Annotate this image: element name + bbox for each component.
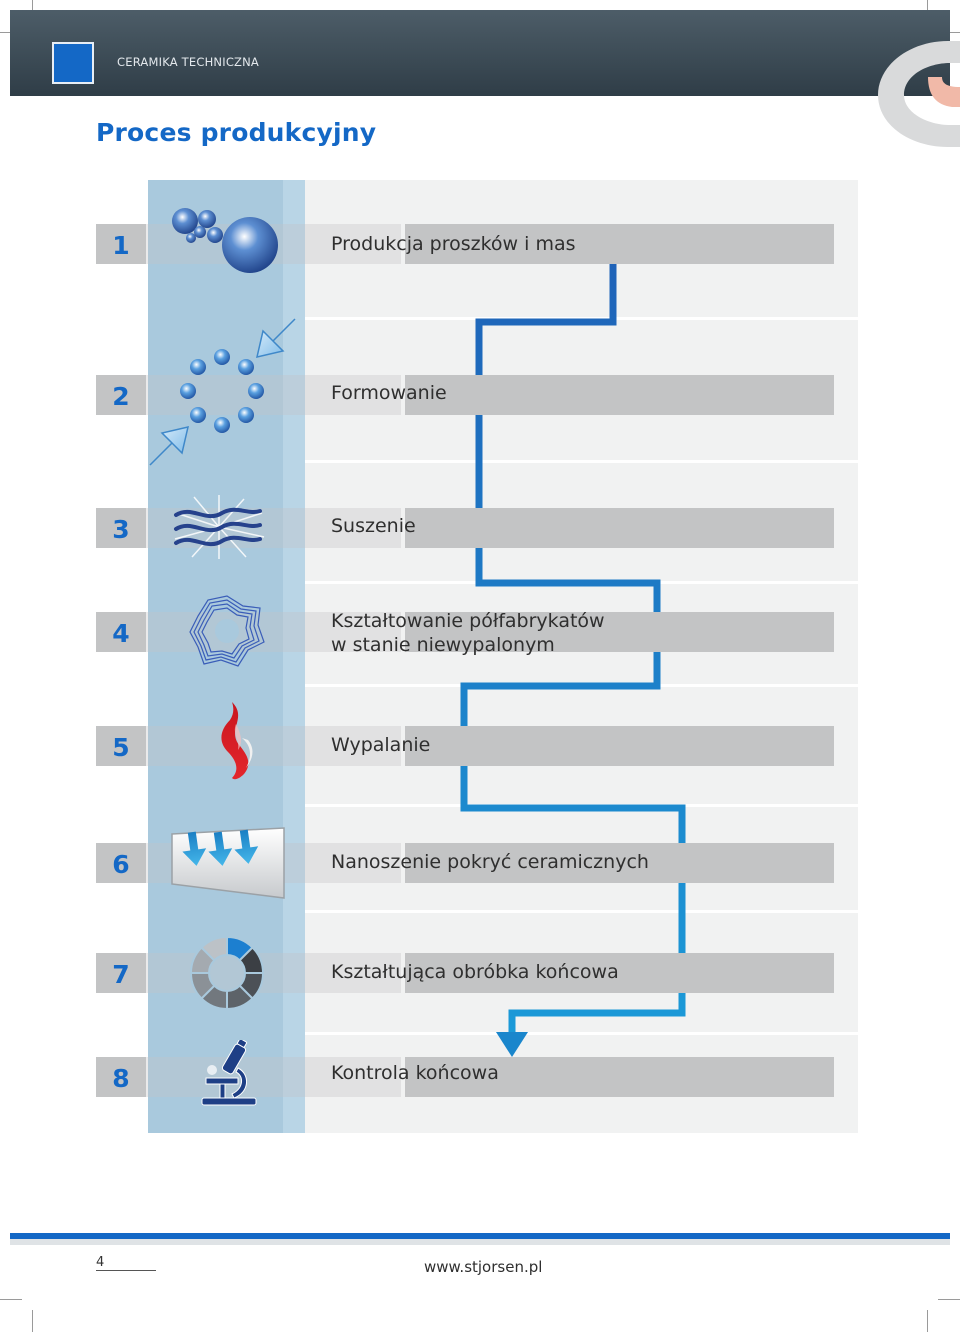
step-number: 3 xyxy=(112,515,130,544)
coating-arrows-icon xyxy=(171,827,285,899)
step-row-8 xyxy=(96,1057,834,1097)
step-label: Wypalanie xyxy=(331,734,431,756)
website-link[interactable]: www.stjorsen.pl xyxy=(424,1258,543,1276)
header-bar xyxy=(10,10,950,96)
crop-mark xyxy=(938,1299,960,1300)
page-number: 4 xyxy=(96,1255,105,1270)
step-row-1 xyxy=(96,224,834,264)
microscope-icon xyxy=(201,1040,257,1106)
row-divider xyxy=(280,910,858,913)
step-label: Formowanie xyxy=(331,382,447,404)
page-title: Proces produkcyjny xyxy=(96,118,377,147)
header-label: CERAMIKA TECHNICZNA xyxy=(117,55,260,69)
drying-waves-icon xyxy=(174,495,265,559)
step-row-3 xyxy=(96,508,834,548)
page-number-rule xyxy=(96,1270,156,1271)
step-number: 2 xyxy=(112,382,130,411)
row-divider xyxy=(280,460,858,463)
footer-band xyxy=(10,1239,950,1245)
spheres-icon xyxy=(172,208,278,273)
icon-column xyxy=(148,180,305,1133)
shaping-ring-icon xyxy=(189,595,265,667)
step-number: 4 xyxy=(112,619,130,648)
icon-column-stripe xyxy=(283,180,305,1133)
crop-mark xyxy=(0,1299,22,1300)
step-row-5 xyxy=(96,726,834,766)
footer-bar xyxy=(10,1233,950,1239)
segmented-ring-icon xyxy=(189,935,265,1011)
step-number: 6 xyxy=(112,850,130,879)
step-number: 1 xyxy=(112,231,130,260)
step-label: Nanoszenie pokryć ceramicznych xyxy=(331,851,649,873)
row-divider xyxy=(280,1032,858,1035)
press-arrows-icon xyxy=(149,318,296,466)
crop-mark xyxy=(927,1310,928,1332)
brand-logo-icon xyxy=(878,41,960,147)
brand-square-icon xyxy=(52,42,94,84)
crop-mark xyxy=(32,1310,33,1332)
step-row-7 xyxy=(96,953,834,993)
step-label-line2: w stanie niewypalonym xyxy=(331,634,555,656)
step-row-4 xyxy=(96,612,834,652)
step-number: 7 xyxy=(112,960,130,989)
step-label: Kontrola końcowa xyxy=(331,1062,499,1084)
flame-icon xyxy=(221,702,253,780)
step-label: Suszenie xyxy=(331,515,416,537)
step-label: Kształtująca obróbka końcowa xyxy=(331,961,619,983)
step-label: Produkcja proszków i mas xyxy=(331,233,576,255)
step-number: 5 xyxy=(112,733,130,762)
step-label: Kształtowanie półfabrykatów xyxy=(331,610,605,632)
step-number: 8 xyxy=(112,1064,130,1093)
